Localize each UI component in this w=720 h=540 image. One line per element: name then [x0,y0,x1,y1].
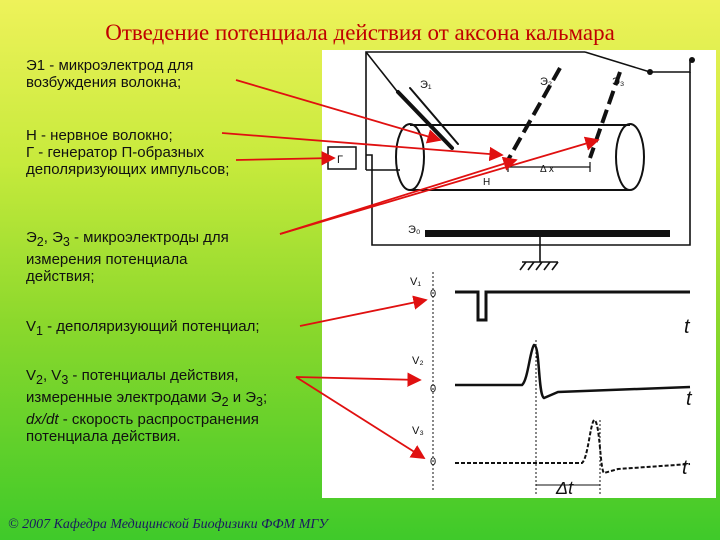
switch-terminal [689,57,695,63]
fiber-label: Н [483,177,490,188]
zero-label-3: 0 [430,456,436,468]
label-e3: Э₃ [612,76,624,88]
text-e1-line2: возбуждения волокна; [26,74,182,91]
arrow-v1 [299,295,428,327]
text-n-g: Н - нервное волокно; Г - генератор П-обр… [26,127,326,178]
electrode-e1 [396,87,459,150]
electrode-e2 [506,67,562,161]
label-v3: V₃ [412,425,424,437]
label-e1: Э₁ [420,79,432,91]
circuit-wires [365,51,691,246]
zero-label-2: 0 [430,383,436,395]
arrow-n [221,132,504,162]
label-v1: V₁ [410,276,421,288]
arrow-v3 [295,376,426,459]
arrow-e1 [235,79,442,144]
text-e23: Э2, Э3 - микроэлектроды для измерения по… [26,229,229,285]
delta-t-label: Δt [555,478,574,498]
trace-v2 [455,343,691,400]
delta-x-label: Δ x [540,164,554,175]
label-v2: V₂ [412,355,424,367]
electrode-e3 [588,71,622,159]
arrow-v2 [295,372,422,387]
text-v23: V2, V3 - потенциалы действия, измеренные… [26,367,268,445]
label-e0: Э₀ [408,224,420,236]
wire-right-loop [366,72,691,246]
text-v1: V1 - деполяризующий потенциал; [26,318,260,338]
text-e1-line1: Э1 - микроэлектрод для [26,57,194,74]
t-label-2: t [686,388,693,410]
text-g-line2: деполяризующих импульсов; [26,161,230,178]
t-label-3: t [682,457,689,479]
trace-v3 [455,418,691,475]
t-label-1: t [684,316,691,338]
trace-v1 [455,290,690,322]
wire-e1-top [365,51,560,130]
pointer-arrows [221,79,600,459]
footer-copyright: © 2007 Кафедра Медицинской Биофизики ФФМ… [8,517,328,532]
nerve-fiber [395,123,645,191]
text-e1: Э1 - микроэлектрод для возбуждения волок… [26,57,326,91]
generator-label: Г [337,154,343,166]
wire-e1-lead [365,51,401,96]
electrode-e0-plate [425,230,670,237]
traces [432,272,691,495]
wire-switch [650,60,691,73]
slide-title: Отведение потенциала действия от аксона … [105,20,615,45]
ground-symbol [519,237,559,271]
text-g-line1: Г - генератор П-образных [26,144,205,161]
zero-label-1: 0 [430,288,436,300]
label-e2: Э₂ [540,76,552,88]
arrow-e3 [279,136,600,235]
arrow-g [235,151,336,166]
text-n: Н - нервное волокно; [26,127,173,144]
